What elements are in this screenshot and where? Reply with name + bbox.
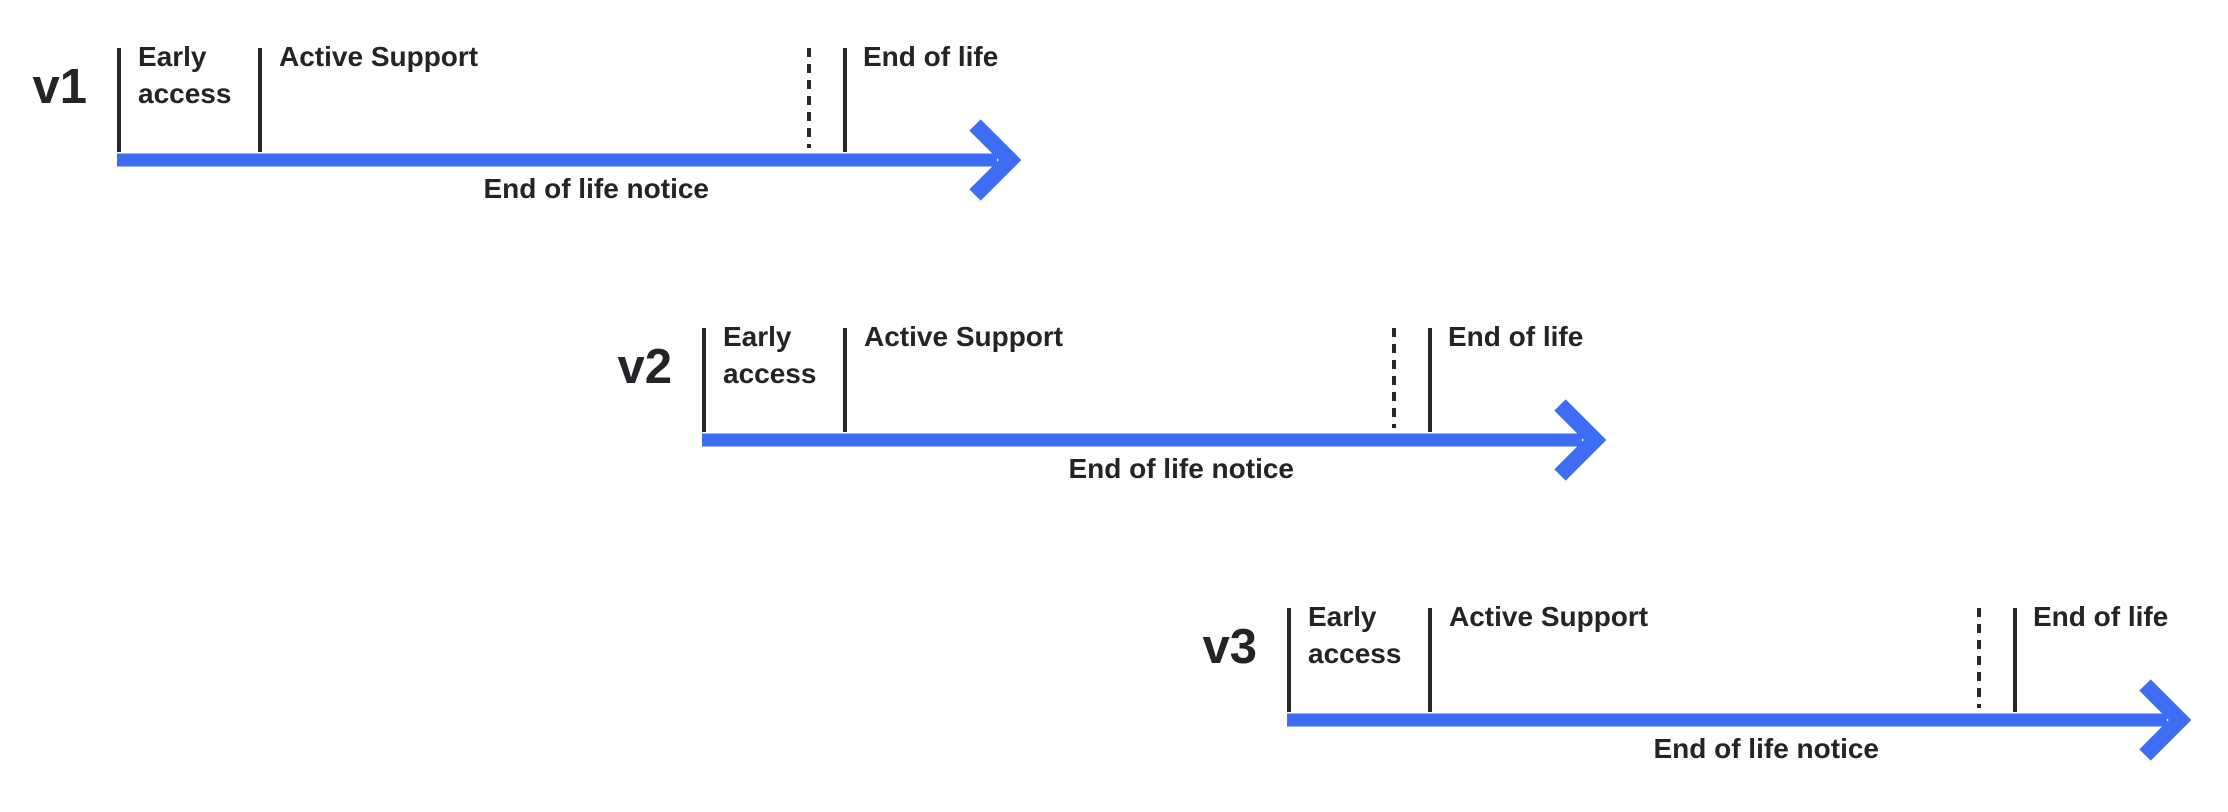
timeline-row-v2: v2 Early access Active Support End of li… bbox=[602, 321, 1642, 503]
end-of-life-notice-label: End of life notice bbox=[1653, 733, 1879, 764]
early-access-label: Early access bbox=[1308, 601, 1402, 669]
early-access-label: Early access bbox=[723, 321, 817, 389]
arrow-head-icon bbox=[2139, 679, 2192, 761]
active-support-label: Active Support bbox=[864, 321, 1064, 352]
arrow-head-icon bbox=[1554, 399, 1607, 481]
version-label: v3 bbox=[1202, 620, 1257, 674]
timeline-graphic bbox=[117, 48, 1022, 201]
early-access-label: Early access bbox=[138, 41, 232, 109]
timeline-row-v3: v3 Early access Active Support End of li… bbox=[1187, 601, 2227, 783]
timeline-row-v1: v1 Early access Active Support End of li… bbox=[17, 41, 1057, 223]
timeline-graphic bbox=[1287, 608, 2192, 761]
active-support-label: Active Support bbox=[279, 41, 479, 72]
end-of-life-label: End of life bbox=[2033, 601, 2169, 632]
version-label: v2 bbox=[617, 340, 672, 394]
timeline-graphic bbox=[702, 328, 1607, 481]
version-label: v1 bbox=[32, 60, 87, 114]
end-of-life-notice-label: End of life notice bbox=[1068, 453, 1294, 484]
active-support-label: Active Support bbox=[1449, 601, 1649, 632]
arrow-head-icon bbox=[969, 119, 1022, 201]
end-of-life-notice-label: End of life notice bbox=[483, 173, 709, 204]
end-of-life-label: End of life bbox=[863, 41, 999, 72]
end-of-life-label: End of life bbox=[1448, 321, 1584, 352]
